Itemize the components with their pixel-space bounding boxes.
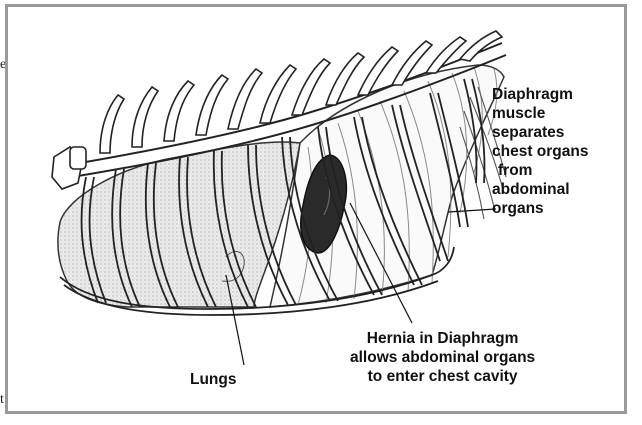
diaphragm-label-line: from — [498, 161, 588, 180]
lungs-label: Lungs — [190, 370, 237, 389]
hernia-label-line: Hernia in Diaphragm — [350, 329, 535, 348]
stray-text-bottom: t — [0, 392, 4, 408]
diaphragm-label-line: Diaphragm — [492, 85, 588, 104]
diaphragm-label-line: chest organs — [492, 142, 588, 161]
hernia-label-line: to enter chest cavity — [350, 367, 535, 386]
figure-frame: Diaphragm muscle separates chest organs … — [5, 4, 627, 414]
diaphragm-label-line: separates — [492, 123, 588, 142]
hernia-label: Hernia in Diaphragm allows abdominal org… — [350, 329, 535, 386]
hernia-label-line: allows abdominal organs — [350, 348, 535, 367]
diaphragm-label-line: organs — [492, 199, 588, 218]
diaphragm-label-line: muscle — [492, 104, 588, 123]
diaphragm-label: Diaphragm muscle separates chest organs … — [492, 85, 588, 218]
diaphragm-label-line: abdominal — [492, 180, 588, 199]
